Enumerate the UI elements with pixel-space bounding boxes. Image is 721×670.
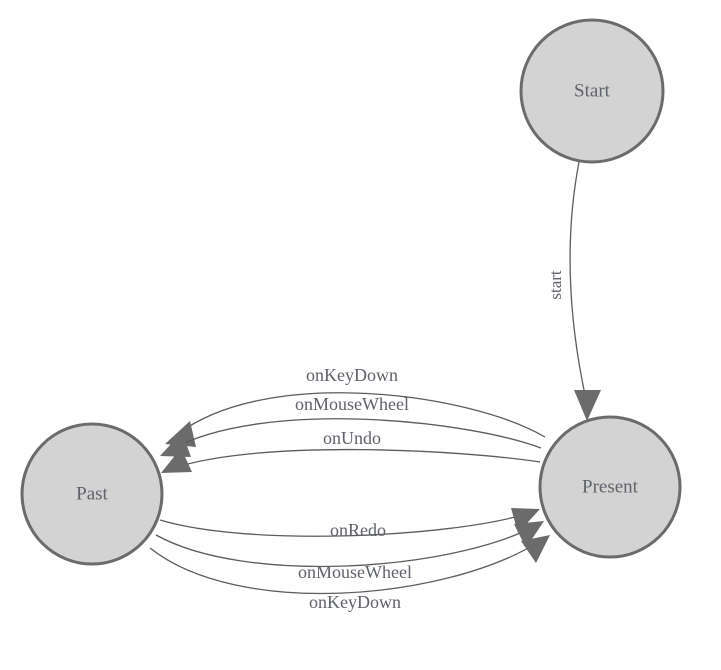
node-circle-start[interactable] [519,18,665,164]
edge-label-present-to-past-3: onUndo [323,428,381,448]
node-circle-past[interactable] [20,422,164,566]
node-present[interactable]: Present [538,415,682,559]
edge-line-start-to-present [569,161,588,405]
edge-line-present-to-past-3 [173,448,541,469]
edge-line-past-to-present-2 [155,527,532,568]
edge-label-past-to-present-2: onMouseWheel [298,562,412,582]
arrowhead-icon [160,432,191,457]
node-label-present: Present [582,476,639,497]
edge-label-start-to-present: start [546,270,565,300]
node-label-past: Past [76,483,108,504]
edge-label-present-to-past-2: onMouseWheel [295,394,409,414]
edge-past-to-present-3[interactable] [149,535,550,595]
edge-label-past-to-present-1: onRedo [330,520,386,540]
edge-start-to-present[interactable] [569,161,601,421]
edge-label-past-to-present-3: onKeyDown [309,592,401,612]
edge-line-present-to-past-2 [171,418,542,450]
edges-layer [149,161,601,595]
edge-present-to-past-3[interactable] [161,448,541,473]
edge-past-to-present-2[interactable] [155,521,544,568]
arrowhead-icon [574,390,601,421]
node-circle-present[interactable] [538,415,682,559]
arrowhead-icon [514,521,544,548]
edge-label-present-to-past-1: onKeyDown [306,365,398,385]
node-past[interactable]: Past [20,422,164,566]
edge-line-present-to-past-1 [177,392,546,438]
arrowhead-icon [161,448,192,473]
edge-present-to-past-2[interactable] [160,418,542,457]
edge-line-past-to-present-3 [149,542,538,595]
node-label-start: Start [574,80,611,101]
edge-labels-layer: start onKeyDown onMouseWheel onUndo onRedo on… [295,270,565,612]
node-start[interactable]: Start [519,18,665,164]
arrowhead-icon [521,535,550,563]
edge-line-past-to-present-1 [159,513,527,537]
